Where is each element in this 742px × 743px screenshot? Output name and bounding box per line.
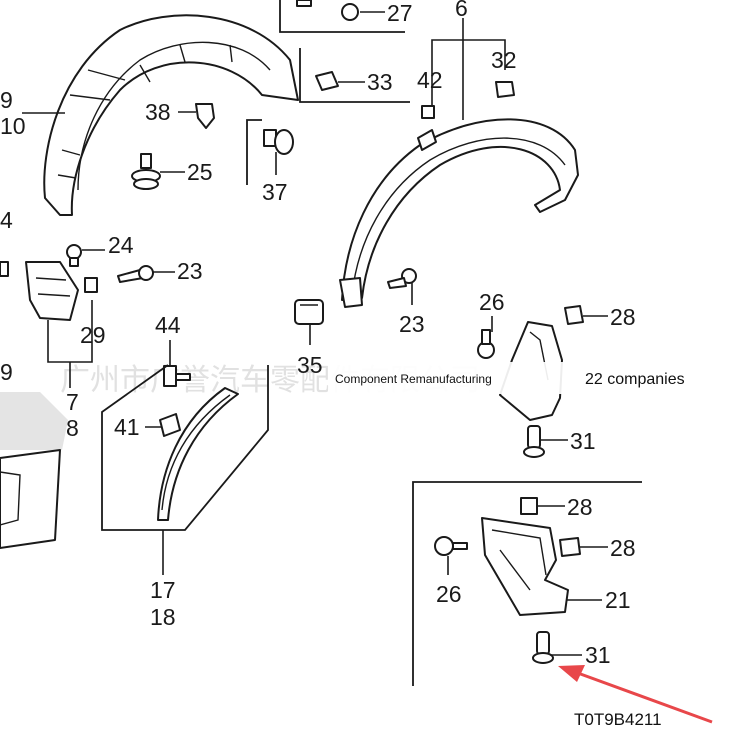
part-28-nut-lower-b bbox=[559, 537, 581, 557]
callout-42: 42 bbox=[417, 67, 443, 93]
part-26-screw-lower bbox=[434, 536, 468, 556]
part-35-clip bbox=[294, 299, 324, 325]
callout-21: 21 bbox=[605, 587, 631, 613]
callout-18: 18 bbox=[150, 604, 176, 630]
callout-9-mid: 9 bbox=[0, 359, 13, 385]
callout-17: 17 bbox=[150, 577, 176, 603]
red-arrow-icon bbox=[558, 665, 713, 724]
frame-trim bbox=[101, 364, 269, 531]
part-4-bracket bbox=[0, 261, 79, 321]
part-31-clip-upper bbox=[523, 425, 545, 458]
part-17-18-trim bbox=[157, 387, 239, 521]
part-32-clip bbox=[495, 81, 515, 98]
callout-37: 37 bbox=[262, 179, 288, 205]
part-9-10-inner-fender bbox=[43, 14, 299, 216]
part-42-clip bbox=[421, 105, 435, 119]
part-44-pin bbox=[163, 365, 191, 387]
part-26-screw-upper bbox=[477, 329, 495, 359]
callout-7: 7 bbox=[66, 389, 79, 415]
frame-lower bbox=[412, 481, 642, 686]
part-31-clip-lower bbox=[532, 631, 554, 664]
part-6-fender-flare bbox=[339, 118, 579, 308]
callout-24: 24 bbox=[108, 232, 134, 258]
part-left-panel bbox=[0, 392, 68, 549]
banner-left-text: Component Remanufacturing bbox=[335, 372, 492, 386]
frame-33 bbox=[299, 48, 410, 103]
callout-27: 27 bbox=[387, 0, 413, 26]
callout-38: 38 bbox=[145, 99, 171, 125]
callout-31-upper: 31 bbox=[570, 428, 596, 454]
callout-35: 35 bbox=[297, 352, 323, 378]
banner-right-text: 22 companies bbox=[585, 371, 685, 388]
callout-26-lower: 26 bbox=[436, 581, 462, 607]
callout-44: 44 bbox=[155, 312, 181, 338]
callout-33: 33 bbox=[367, 69, 393, 95]
part-27-clip bbox=[296, 0, 359, 21]
callout-29: 29 bbox=[80, 322, 106, 348]
part-41-clip bbox=[159, 413, 181, 437]
part-37-grommet bbox=[263, 129, 294, 155]
callout-28-upper: 28 bbox=[610, 304, 636, 330]
part-21-mudguard bbox=[481, 517, 569, 616]
callout-32: 32 bbox=[491, 47, 517, 73]
frame-37 bbox=[246, 119, 262, 185]
frame-top bbox=[279, 0, 405, 33]
part-25-bolt bbox=[131, 153, 161, 190]
part-28-nut-lower-a bbox=[520, 497, 538, 515]
callout-25: 25 bbox=[187, 159, 213, 185]
callout-28-lower-a: 28 bbox=[567, 494, 593, 520]
part-28-nut-upper bbox=[564, 305, 584, 325]
diagram-code: T0T9B4211 bbox=[574, 710, 662, 729]
part-29-nut bbox=[84, 277, 98, 293]
callout-31-lower: 31 bbox=[585, 642, 611, 668]
callout-6: 6 bbox=[455, 0, 468, 21]
part-23-screw-mid bbox=[387, 268, 417, 289]
part-33-nut bbox=[315, 71, 339, 91]
callout-26-upper: 26 bbox=[479, 289, 505, 315]
part-24-clip bbox=[66, 244, 82, 267]
callout-41: 41 bbox=[114, 414, 140, 440]
callout-28-lower-b: 28 bbox=[610, 535, 636, 561]
callout-4: 4 bbox=[0, 207, 13, 233]
part-23-screw-left bbox=[117, 265, 154, 283]
part-38-clip bbox=[195, 103, 215, 129]
banner-strip bbox=[328, 362, 690, 394]
callout-9-top: 9 bbox=[0, 87, 13, 113]
callout-23-mid: 23 bbox=[399, 311, 425, 337]
callout-10: 10 bbox=[0, 113, 26, 139]
callout-8: 8 bbox=[66, 415, 79, 441]
callout-23-left: 23 bbox=[177, 258, 203, 284]
